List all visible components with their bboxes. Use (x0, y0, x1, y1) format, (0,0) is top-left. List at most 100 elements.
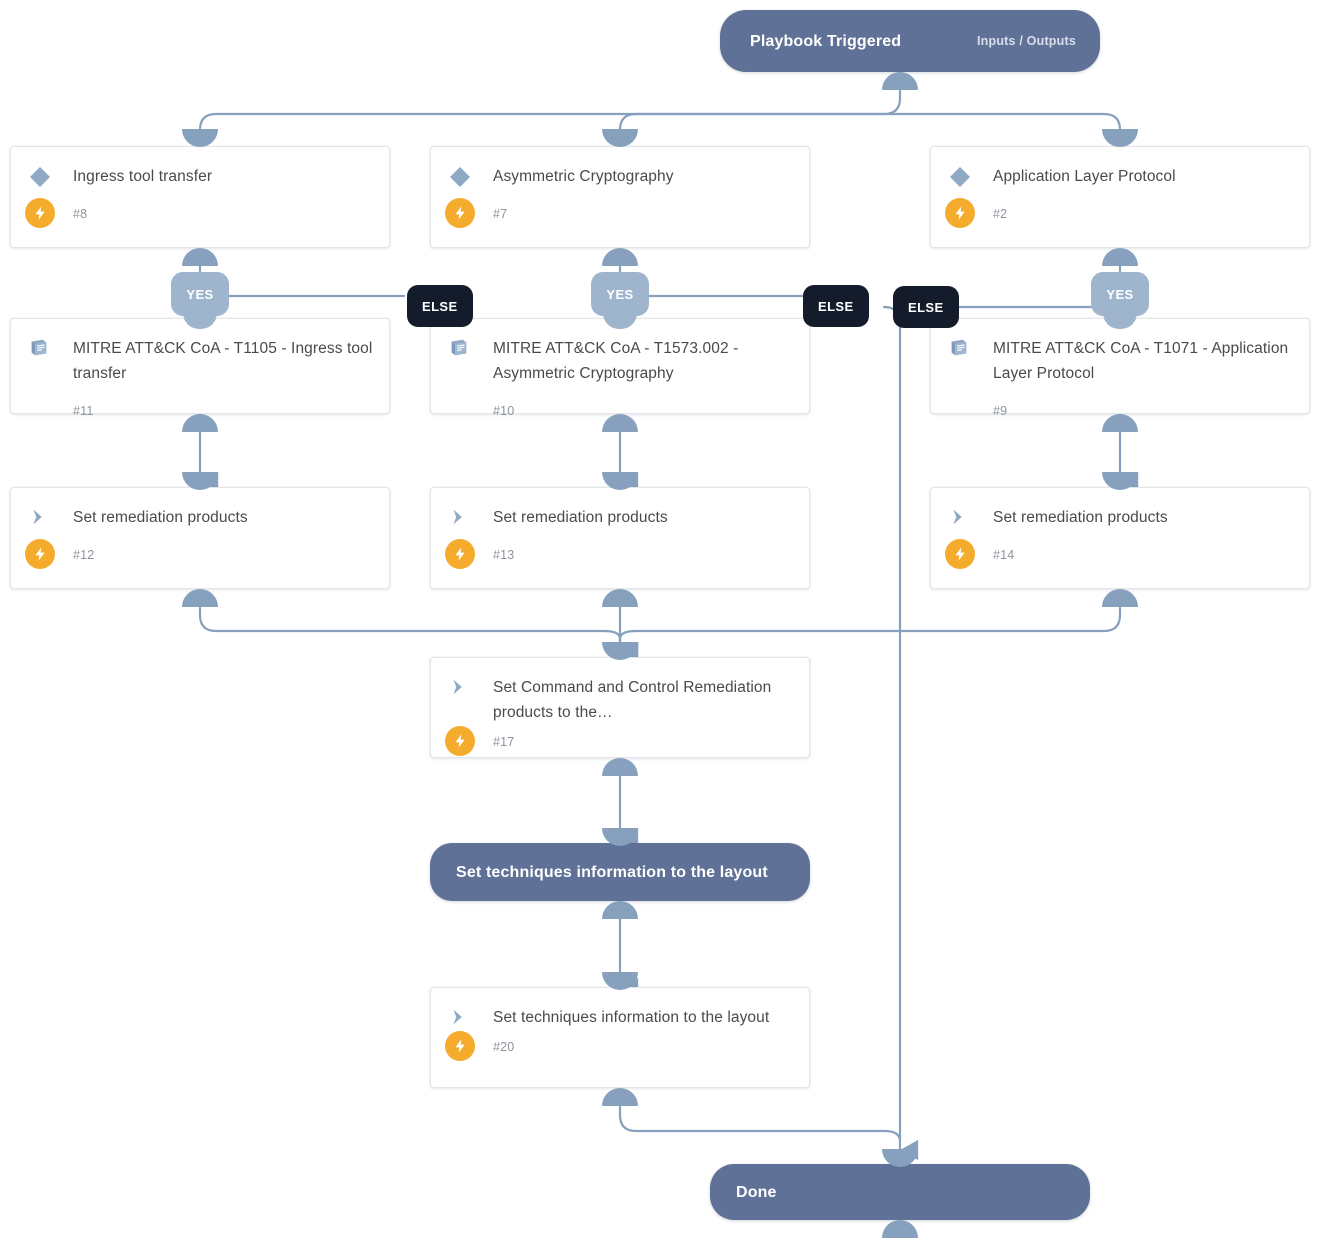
task-13-footer: #13 (431, 539, 809, 584)
playbook-book-icon (447, 336, 473, 362)
task-8-number: #8 (73, 207, 88, 221)
node-task-11[interactable]: MITRE ATT&CK CoA - T1105 - Ingress tool … (10, 318, 390, 418)
task-10-badge-slot (447, 396, 473, 426)
task-2-header: Application Layer Protocol (931, 147, 1309, 189)
task-14-badge-slot (945, 539, 975, 570)
task-14-footer: #14 (931, 539, 1309, 584)
task-11-number: #11 (73, 404, 94, 418)
trigger-title: Playbook Triggered (750, 32, 902, 50)
condition-diamond-icon (27, 164, 53, 190)
node-task-2[interactable]: Application Layer Protocol #2 (930, 146, 1310, 248)
trigger-inputs-outputs-link[interactable]: Inputs / Outputs (976, 34, 1076, 48)
task-20-number: #20 (493, 1040, 515, 1054)
branch-yes-text: YES (186, 286, 214, 302)
node-task-8[interactable]: Ingress tool transfer #8 (10, 146, 390, 248)
branch-label-yes-n8[interactable]: YES (171, 272, 229, 329)
automation-bolt-icon (25, 198, 55, 228)
task-8-badge-slot (25, 198, 55, 229)
task-20-header: Set techniques information to the layout (431, 988, 809, 1030)
task-7-badge-slot (445, 198, 475, 229)
task-11-footer: #11 (11, 396, 389, 440)
set-chevron-icon (447, 675, 473, 701)
task-9-footer: #9 (931, 396, 1309, 440)
task-9-header: MITRE ATT&CK CoA - T1071 - Application L… (931, 319, 1309, 386)
task-14-label: Set remediation products (993, 509, 1168, 526)
automation-bolt-icon (445, 539, 475, 569)
branch-label-else-n8[interactable]: ELSE (407, 285, 473, 327)
port-out-n2 (1102, 248, 1138, 266)
automation-bolt-icon (445, 1031, 475, 1061)
automation-bolt-icon (945, 198, 975, 228)
task-9-label: MITRE ATT&CK CoA - T1071 - Application L… (993, 340, 1289, 382)
task-12-label: Set remediation products (73, 509, 248, 526)
task-10-label: MITRE ATT&CK CoA - T1573.002 - Asymmetri… (493, 340, 739, 382)
task-14-header: Set remediation products (931, 488, 1309, 530)
branch-yes-text: YES (606, 286, 634, 302)
task-20-footer: #20 (431, 1031, 809, 1076)
branch-label-yes-n2[interactable]: YES (1091, 272, 1149, 329)
task-11-header: MITRE ATT&CK CoA - T1105 - Ingress tool … (11, 319, 389, 386)
task-13-badge-slot (445, 539, 475, 570)
task-17-label: Set Command and Control Remediation prod… (493, 679, 772, 721)
playbook-book-icon (27, 336, 53, 362)
task-17-number: #17 (493, 735, 515, 749)
port-out-done (882, 1220, 918, 1238)
node-task-14[interactable]: Set remediation products #14 (930, 487, 1310, 589)
node-done[interactable]: Done (710, 1164, 1090, 1220)
task-12-header: Set remediation products (11, 488, 389, 530)
done-title: Done (736, 1183, 777, 1201)
branch-label-else-n2[interactable]: ELSE (893, 286, 959, 328)
branch-label-yes-n7[interactable]: YES (591, 272, 649, 329)
node-task-10[interactable]: MITRE ATT&CK CoA - T1573.002 - Asymmetri… (430, 318, 810, 418)
task-7-header: Asymmetric Cryptography (431, 147, 809, 189)
task-7-label: Asymmetric Cryptography (493, 168, 674, 185)
set-chevron-icon (27, 505, 53, 531)
condition-diamond-icon (947, 164, 973, 190)
node-task-9[interactable]: MITRE ATT&CK CoA - T1071 - Application L… (930, 318, 1310, 418)
port-out-n8 (182, 248, 218, 266)
task-2-footer: #2 (931, 198, 1309, 243)
port-out-n14 (1102, 589, 1138, 607)
task-11-badge-slot (27, 396, 53, 426)
task-9-number: #9 (993, 404, 1008, 418)
task-20-badge-slot (445, 1031, 475, 1062)
port-in-n8 (182, 129, 218, 147)
port-out-trigger (882, 72, 918, 90)
task-10-number: #10 (493, 404, 515, 418)
automation-bolt-icon (445, 198, 475, 228)
task-8-label: Ingress tool transfer (73, 168, 213, 185)
port-in-n2 (1102, 129, 1138, 147)
branch-else-text: ELSE (422, 298, 458, 314)
set-chevron-icon (447, 1005, 473, 1031)
node-playbook-triggered[interactable]: Playbook Triggered Inputs / Outputs (720, 10, 1100, 72)
automation-bolt-icon (445, 726, 475, 756)
task-9-badge-slot (947, 396, 973, 426)
node-task-7[interactable]: Asymmetric Cryptography #7 (430, 146, 810, 248)
node-task-13[interactable]: Set remediation products #13 (430, 487, 810, 589)
task-20-label: Set techniques information to the layout (493, 1009, 770, 1026)
branch-label-else-n7[interactable]: ELSE (803, 285, 869, 327)
automation-bolt-icon (945, 539, 975, 569)
task-14-number: #14 (993, 548, 1015, 562)
task-8-header: Ingress tool transfer (11, 147, 389, 189)
task-13-label: Set remediation products (493, 509, 668, 526)
task-17-header: Set Command and Control Remediation prod… (431, 658, 809, 725)
task-10-footer: #10 (431, 396, 809, 440)
node-task-12[interactable]: Set remediation products #12 (10, 487, 390, 589)
task-2-badge-slot (945, 198, 975, 229)
task-2-number: #2 (993, 207, 1008, 221)
port-out-n13 (602, 589, 638, 607)
task-13-number: #13 (493, 548, 515, 562)
node-task-20[interactable]: Set techniques information to the layout… (430, 987, 810, 1088)
port-out-section (602, 901, 638, 919)
branch-else-text: ELSE (818, 298, 854, 314)
node-section-header[interactable]: Set techniques information to the layout (430, 843, 810, 901)
automation-bolt-icon (25, 539, 55, 569)
task-2-label: Application Layer Protocol (993, 168, 1176, 185)
branch-else-text: ELSE (908, 299, 944, 315)
port-out-n12 (182, 589, 218, 607)
task-12-footer: #12 (11, 539, 389, 584)
node-task-17[interactable]: Set Command and Control Remediation prod… (430, 657, 810, 758)
set-chevron-icon (947, 505, 973, 531)
